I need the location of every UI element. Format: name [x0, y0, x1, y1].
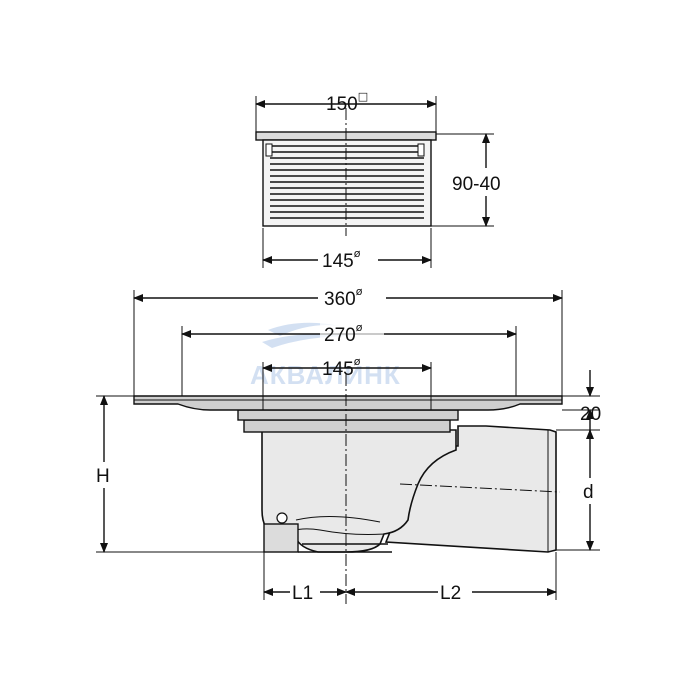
drain-middle-diameter-label: 270ø — [324, 321, 363, 346]
drain-inner-ring — [237, 409, 459, 421]
drain-collar-ring — [243, 419, 451, 433]
grate-slots — [270, 145, 424, 219]
flange-thickness-label: 20 — [580, 404, 601, 425]
grate-width-label: 150□ — [326, 90, 368, 115]
outlet-centerline — [399, 483, 561, 493]
grate-height-label: 90-40 — [452, 174, 501, 195]
l1-label: L1 — [292, 583, 313, 604]
drain-outer-diameter-label: 360ø — [324, 285, 363, 310]
grate-clip-left — [265, 143, 273, 157]
drain-flange — [133, 395, 563, 411]
grate-body — [262, 139, 432, 227]
grate-clip-right — [417, 143, 425, 157]
drain-foot — [263, 523, 299, 553]
grate-diameter-label: 145ø — [322, 247, 361, 272]
l2-label: L2 — [440, 583, 461, 604]
height-label: H — [96, 466, 110, 487]
drain-drawing: АКВАЛИНК 360ø — [96, 285, 601, 604]
outlet-diameter-label: d — [583, 482, 594, 503]
drain-foot-screw — [276, 512, 288, 524]
grate-drawing: 150□ 90-40 145ø — [255, 90, 522, 272]
drain-inner-diameter-label: 145ø — [322, 355, 361, 380]
